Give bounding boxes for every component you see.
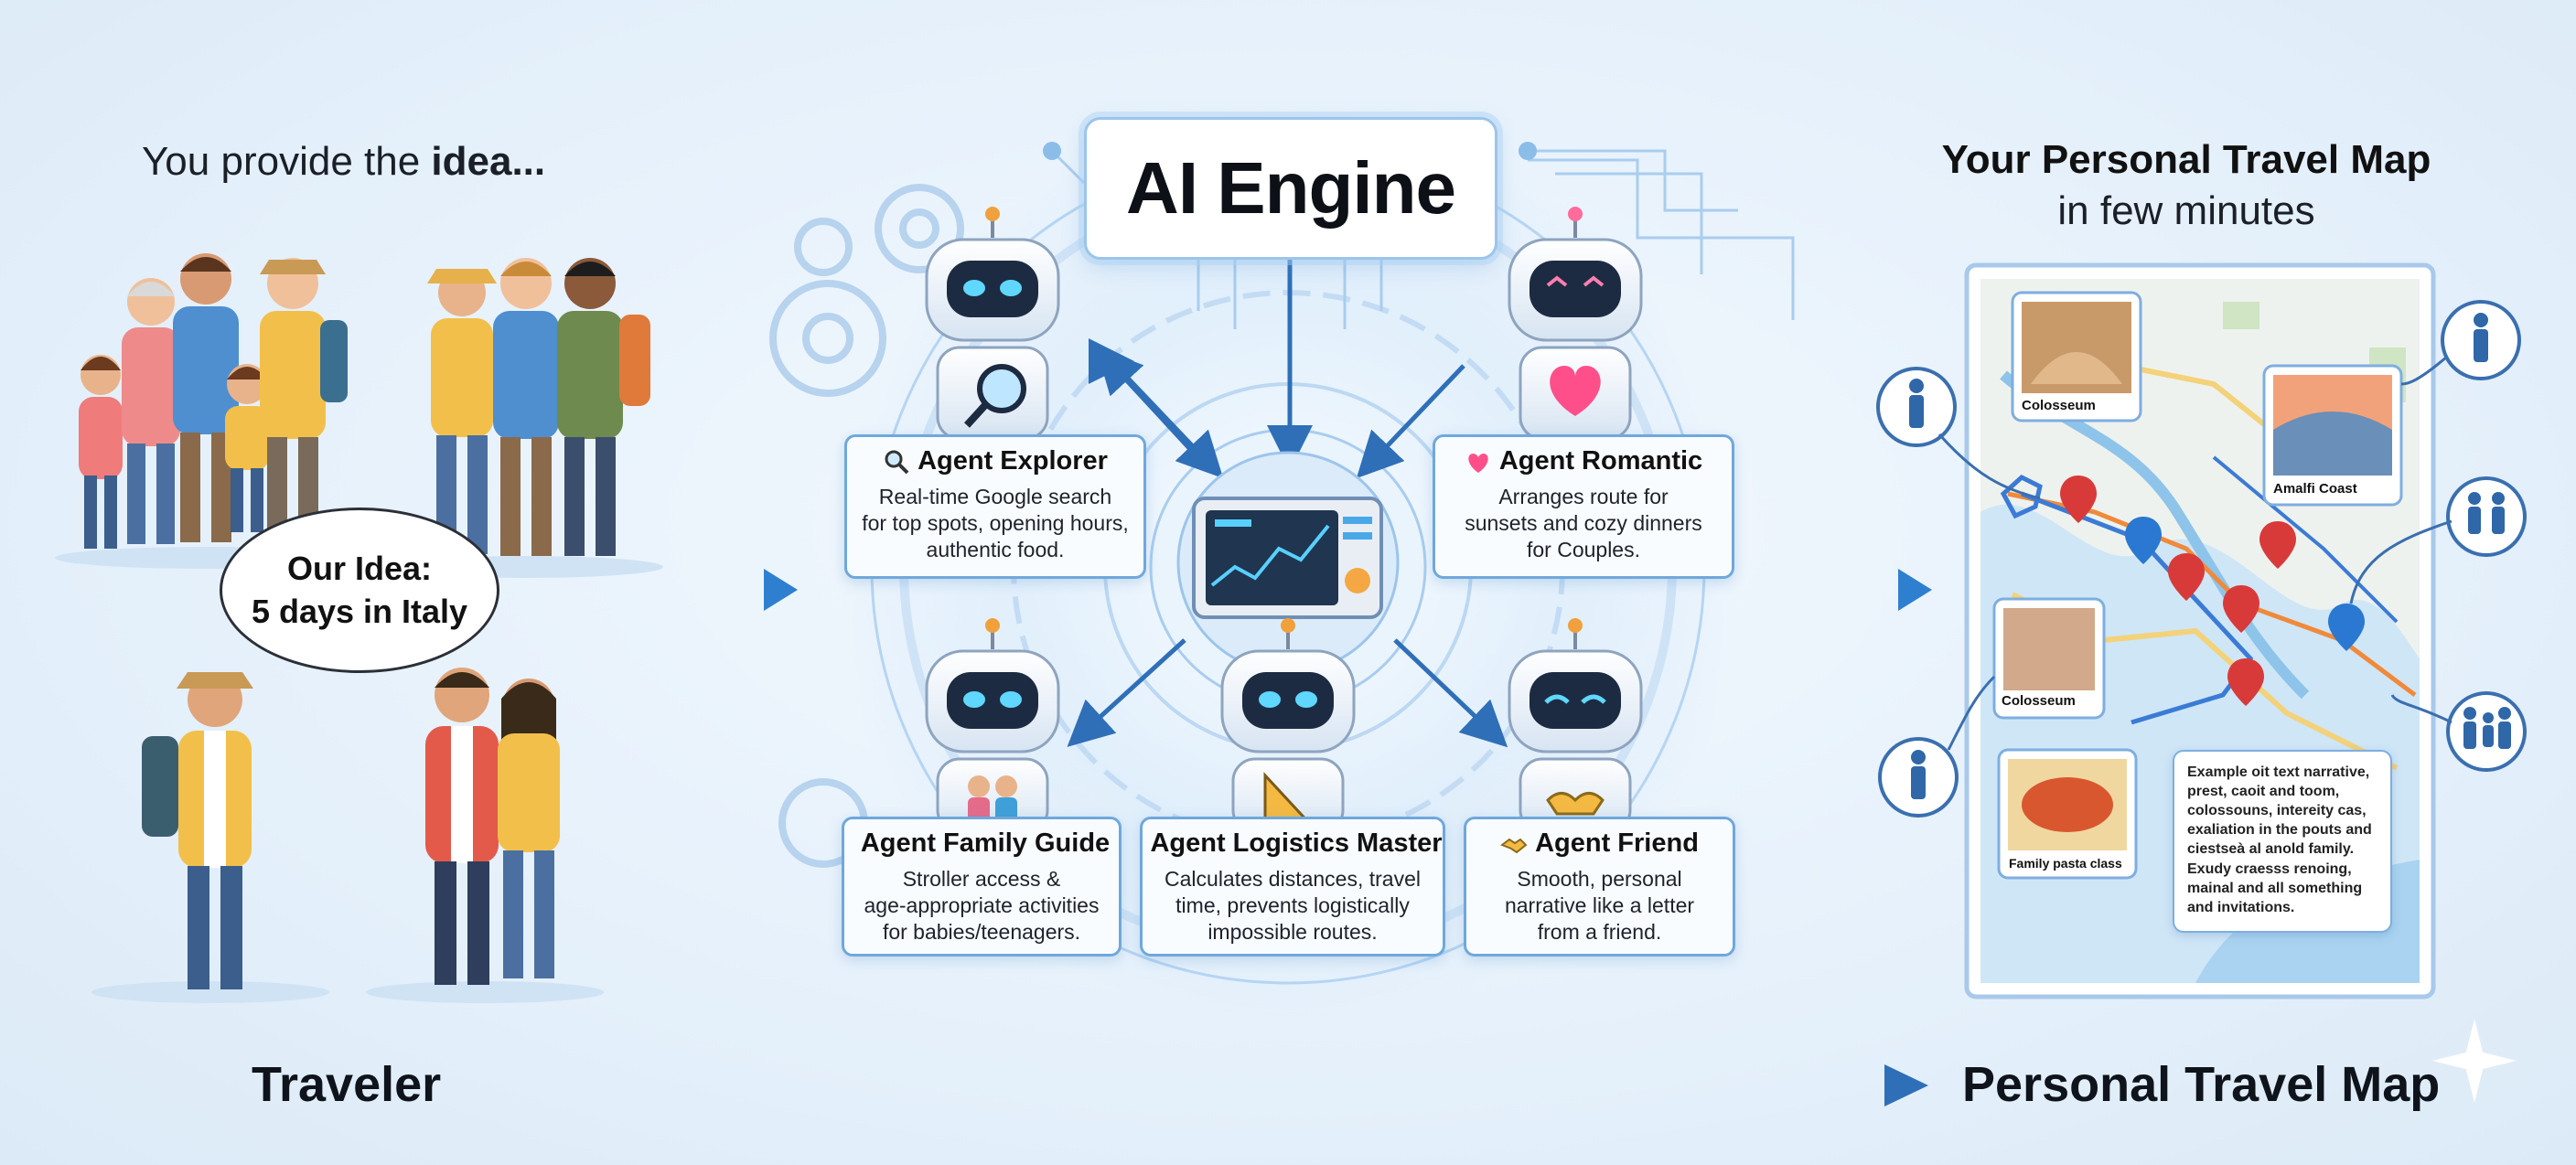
agent-desc-line: authentic food. xyxy=(926,537,1065,561)
headline-left-bold: idea... xyxy=(431,139,546,184)
bubble-line2: 5 days in Italy xyxy=(251,592,468,630)
agent-desc-line: for top spots, opening hours, xyxy=(862,510,1129,535)
agent-desc-line: for babies/teenagers. xyxy=(882,919,1081,944)
agent-desc-line: Calculates distances, travel xyxy=(1165,867,1421,891)
narrative-line: mainal and all something xyxy=(2187,880,2363,896)
agent-title-text: Agent Romantic xyxy=(1498,446,1703,476)
person-connectors xyxy=(1937,355,2453,751)
bubble-line1: Our Idea: xyxy=(286,549,433,587)
agent-card-explorer: Agent Explorer Real-time Google search f… xyxy=(844,434,1146,579)
narrative-line: ciestseà al anold family. xyxy=(2187,841,2355,858)
headline-left-prefix: You provide the xyxy=(142,139,432,184)
map-label-pasta-class: Family pasta class xyxy=(2009,856,2122,871)
heart-icon xyxy=(1468,453,1488,473)
agent-desc-line: impossible routes. xyxy=(1208,919,1378,944)
agent-title-text: Agent Family Guide xyxy=(860,828,1111,858)
map-narrative-card: Example oit text narrative, prest, caoit… xyxy=(2173,750,2392,933)
map-photo-cards xyxy=(1992,291,2403,880)
flow-arrows xyxy=(485,569,1932,1106)
headline-right: Your Personal Travel Map in few minutes xyxy=(1912,137,2461,234)
agent-card-friend: Agent Friend Smooth, personal narrative … xyxy=(1464,817,1735,957)
gear-icon xyxy=(769,184,964,868)
agent-description: Arranges route for sunsets and cozy dinn… xyxy=(1448,484,1719,562)
agent-card-title: Agent Explorer xyxy=(860,446,1131,476)
narrative-line: colossouns, intereity cas, xyxy=(2187,803,2367,819)
circuit-lines xyxy=(1043,142,1795,329)
agent-card-romantic: Agent Romantic Arranges route for sunset… xyxy=(1433,434,1734,579)
robot-romantic xyxy=(1508,207,1643,441)
map-pin-icon xyxy=(2060,476,2365,706)
agent-desc-line: for Couples. xyxy=(1526,537,1640,561)
agent-desc-line: sunsets and cozy dinners xyxy=(1465,510,1702,535)
narrative-line: Example oit text narrative, xyxy=(2187,764,2370,780)
magnifier-icon xyxy=(885,450,909,474)
agent-desc-line: Arranges route for xyxy=(1498,485,1669,508)
engine-arrows-reverse xyxy=(1096,347,1191,450)
agent-card-title: Agent Friend xyxy=(1479,828,1720,859)
agent-card-logistics-master: Agent Logistics Master Calculates distan… xyxy=(1140,817,1445,957)
narrative-line: Exudy craesss renoing, xyxy=(2187,860,2352,877)
handshake-icon xyxy=(1500,838,1528,853)
agent-desc-line: Stroller access & xyxy=(902,867,1061,891)
agent-desc-line: narrative like a letter xyxy=(1504,892,1695,917)
agent-desc-line: from a friend. xyxy=(1537,919,1662,944)
bottom-label-personal-travel-map: Personal Travel Map xyxy=(1962,1057,2441,1112)
idea-speech-bubble: Our Idea: 5 days in Italy xyxy=(220,508,499,673)
agent-card-title: Agent Logistics Master xyxy=(1150,828,1442,859)
map-label-colosseum: Colosseum xyxy=(2022,398,2096,413)
agent-card-family-guide: Agent Family Guide Stroller access & age… xyxy=(842,817,1122,957)
person-icon-figure xyxy=(1909,313,2511,799)
sparkle-icon xyxy=(2428,1014,2521,1107)
agent-desc-line: Real-time Google search xyxy=(878,485,1112,508)
agent-title-text: Agent Logistics Master xyxy=(1150,828,1443,858)
family-illustration xyxy=(55,253,663,1003)
agent-description: Stroller access & age-appropriate activi… xyxy=(857,866,1106,945)
map-label-colosseum-secondary: Colosseum xyxy=(2002,693,2076,709)
robot-logistics-master xyxy=(1220,618,1356,834)
agent-desc-line: Smooth, personal xyxy=(1517,867,1682,891)
agent-description: Smooth, personal narrative like a letter… xyxy=(1479,866,1720,945)
agent-description: Calculates distances, travel time, preve… xyxy=(1155,866,1430,945)
headline-left: You provide the idea... xyxy=(142,139,545,185)
map-label-amalfi-coast: Amalfi Coast xyxy=(2273,481,2357,497)
narrative-line: prest, caoit and toom, xyxy=(2187,784,2340,800)
agent-title-text: Agent Friend xyxy=(1535,828,1699,858)
headline-right-line1: Your Personal Travel Map xyxy=(1941,137,2431,182)
agent-desc-line: age-appropriate activities xyxy=(864,892,1100,917)
agent-title-text: Agent Explorer xyxy=(918,446,1108,476)
narrative-line: exaliation in the pouts and xyxy=(2187,822,2372,839)
agent-card-title: Agent Romantic xyxy=(1448,446,1719,476)
robot-friend xyxy=(1508,618,1643,834)
headline-right-line2: in few minutes xyxy=(2057,188,2315,233)
ai-engine-title: AI Engine xyxy=(1084,117,1497,260)
narrative-line: and invitations. xyxy=(2187,899,2295,915)
agent-desc-line: time, prevents logistically xyxy=(1175,892,1410,917)
agent-card-title: Agent Family Guide xyxy=(857,828,1110,859)
bottom-label-traveler: Traveler xyxy=(252,1057,442,1112)
robot-explorer xyxy=(925,207,1060,441)
agent-description: Real-time Google search for top spots, o… xyxy=(860,484,1131,562)
